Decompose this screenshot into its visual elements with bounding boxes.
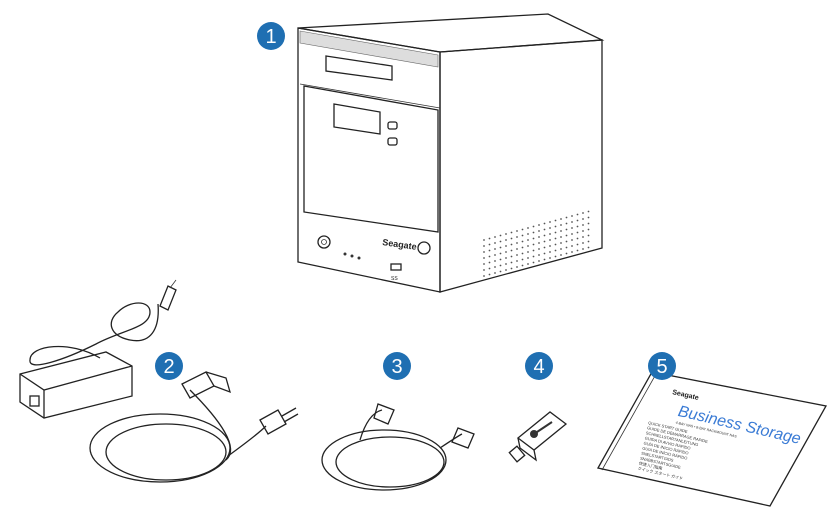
usb-port-icon [390, 263, 402, 271]
ac-socket-icon [29, 395, 40, 407]
svg-text:3: 3 [391, 356, 402, 378]
quick-start-guide: Seagate Business Storage 4-BAY NAS • 8-B… [597, 371, 828, 507]
callout-5: 5 [648, 352, 676, 380]
status-led [357, 256, 361, 260]
guide-language-line: 快速入门指南 [638, 460, 663, 471]
callout-2: 2 [155, 352, 183, 380]
license-key [508, 411, 568, 463]
lcd-button-up [387, 121, 398, 130]
power-adapter [19, 279, 299, 483]
svg-text:1: 1 [265, 26, 276, 48]
key-icon [530, 430, 538, 438]
ethernet-cable [321, 403, 475, 491]
callout-3: 3 [383, 352, 411, 380]
status-led [350, 254, 354, 258]
usb-label: SS [391, 276, 398, 282]
svg-text:5: 5 [656, 356, 667, 378]
nas-brand-logo: Seagate [382, 237, 418, 252]
callout-1: 1 [257, 22, 285, 50]
svg-text:2: 2 [163, 356, 174, 378]
nas-enclosure: Seagate SS [297, 13, 605, 293]
lcd-button-down [387, 137, 398, 146]
svg-text:4: 4 [533, 356, 544, 378]
status-led [343, 252, 347, 256]
callout-4: 4 [525, 352, 553, 380]
nas-logo-mark [417, 241, 431, 255]
guide-brand: Seagate [672, 389, 700, 402]
power-button-icon [317, 235, 331, 249]
side-vent-grille [483, 210, 590, 277]
